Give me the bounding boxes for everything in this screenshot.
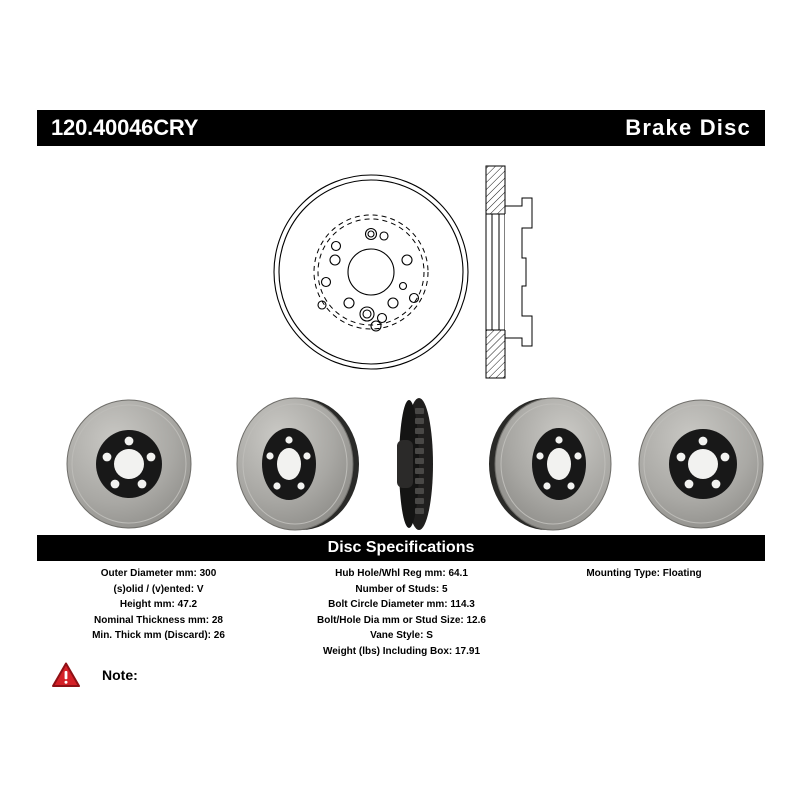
part-number: 120.40046CRY	[51, 115, 199, 140]
spec-row: Bolt/Hole Dia mm or Stud Size: 12.6	[280, 613, 523, 629]
spec-value: Floating	[662, 568, 702, 579]
spec-value: 17.91	[455, 645, 481, 657]
spec-row: (s)olid / (v)ented: V	[37, 582, 280, 598]
spec-row: Min. Thick mm (Discard): 26	[37, 628, 280, 644]
spec-label: Number of Studs:	[355, 583, 440, 595]
spec-value: 300	[199, 568, 217, 579]
spec-value: 5	[442, 583, 448, 595]
spec-column-right: Mounting Type: Floating	[523, 566, 765, 659]
spec-label: Vane Style:	[370, 630, 424, 641]
spec-row: Vane Style: S	[280, 628, 523, 644]
rotor-photo-front-face-alt	[631, 396, 771, 532]
rotor-photo-angled-right	[483, 396, 623, 532]
header-bar: 120.40046CRY Brake Disc	[37, 110, 765, 146]
rotor-photo-front-face	[59, 396, 199, 532]
spec-row: Hub Hole/Whl Reg mm: 64.1	[280, 566, 523, 582]
spec-value: 26	[213, 630, 225, 641]
spec-row: Bolt Circle Diameter mm: 114.3	[280, 597, 523, 613]
spec-value: 47.2	[177, 599, 198, 610]
note-label: Note:	[102, 667, 138, 683]
spec-column-left: Outer Diameter mm: 300 (s)olid / (v)ente…	[37, 566, 280, 659]
technical-drawing-area	[270, 158, 540, 390]
product-type-title: Brake Disc	[625, 115, 751, 140]
product-photo-row	[37, 396, 765, 532]
spec-label: Height mm:	[119, 599, 175, 610]
spec-row: Mounting Type: Floating	[523, 566, 765, 582]
spec-value: 114.3	[450, 599, 475, 610]
spec-row: Number of Studs: 5	[280, 582, 523, 598]
spec-label: Nominal Thickness mm:	[94, 614, 210, 626]
spec-row: Weight (lbs) Including Box: 17.91	[280, 644, 523, 660]
spec-label: Bolt Circle Diameter mm:	[328, 599, 448, 610]
spec-row: Nominal Thickness mm: 28	[37, 613, 280, 629]
rotor-cross-section-drawing	[485, 165, 533, 379]
spec-row: Outer Diameter mm: 300	[37, 566, 280, 582]
spec-label: Bolt/Hole Dia mm or Stud Size:	[317, 614, 464, 626]
spec-value: 64.1	[448, 568, 468, 579]
spec-label: Mounting Type:	[586, 568, 660, 579]
spec-value: S	[426, 630, 433, 641]
spec-label: Min. Thick mm (Discard):	[92, 630, 211, 641]
spec-value: 12.6	[466, 614, 486, 626]
warning-triangle-icon	[52, 662, 80, 687]
spec-value: V	[196, 583, 204, 595]
rotor-photo-edge-vented	[379, 396, 445, 532]
rotor-face-technical-drawing	[273, 174, 469, 370]
spec-label: Outer Diameter mm:	[100, 568, 197, 579]
spec-columns: Outer Diameter mm: 300 (s)olid / (v)ente…	[37, 566, 765, 659]
note-block: Note:	[52, 662, 160, 688]
spec-label: (s)olid / (v)ented:	[113, 583, 195, 595]
spec-value: 28	[211, 614, 223, 626]
spec-label: Weight (lbs) Including Box:	[322, 645, 453, 657]
spec-section-header: Disc Specifications	[37, 535, 765, 561]
spec-row: Height mm: 47.2	[37, 597, 280, 613]
spec-label: Hub Hole/Whl Reg mm:	[335, 568, 446, 579]
spec-column-middle: Hub Hole/Whl Reg mm: 64.1 Number of Stud…	[280, 566, 523, 659]
spec-section-title: Disc Specifications	[327, 539, 475, 556]
rotor-photo-angled-left	[227, 396, 367, 532]
